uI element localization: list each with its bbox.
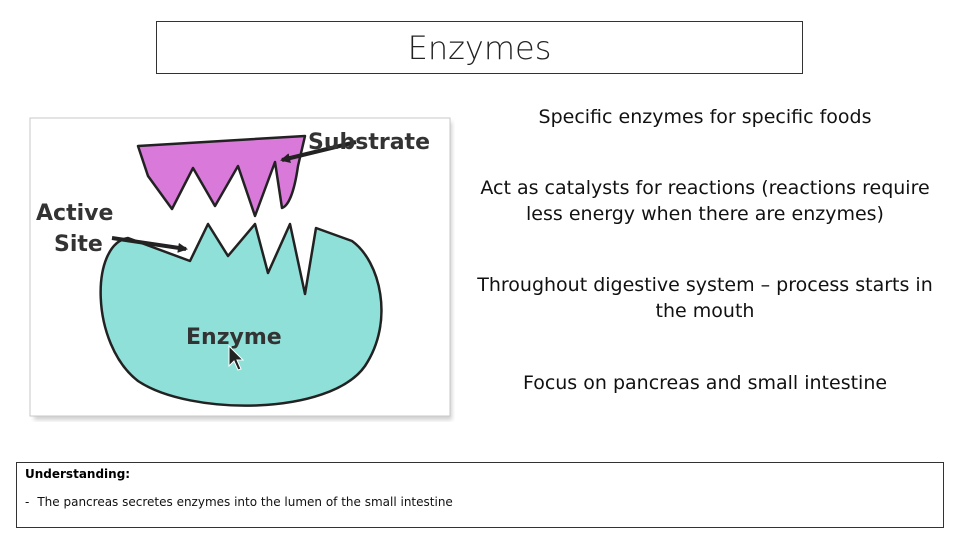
active-site-label-line1: Active <box>36 201 113 226</box>
understanding-item-text: The pancreas secretes enzymes into the l… <box>37 495 453 509</box>
dash-bullet: - <box>25 495 30 509</box>
enzyme-shape <box>99 222 383 407</box>
slide-title: Enzymes <box>156 21 803 74</box>
enzyme-label: Enzyme <box>186 325 282 350</box>
active-site-label-line2: Site <box>54 232 103 257</box>
substrate-label: Substrate <box>308 130 430 155</box>
bullet-list: Specific enzymes for specific foods Act … <box>470 96 940 426</box>
mouse-cursor-icon <box>228 344 245 371</box>
bullet-item: Focus on pancreas and small intestine <box>522 372 888 394</box>
understanding-item: -The pancreas secretes enzymes into the … <box>25 495 935 509</box>
active-site-arrow <box>111 236 188 253</box>
understanding-box: Understanding: -The pancreas secretes en… <box>16 462 944 528</box>
substrate-shape <box>136 134 307 218</box>
diagram-svg: Substrate Active Site Enzyme <box>29 117 452 420</box>
bullet-item: Act as catalysts for reactions (reaction… <box>480 177 930 225</box>
bullet-item: Throughout digestive system – process st… <box>477 274 933 322</box>
understanding-heading: Understanding: <box>25 467 131 481</box>
substrate-arrow <box>280 140 357 163</box>
enzyme-substrate-diagram: Substrate Active Site Enzyme <box>20 116 455 422</box>
bullet-item: Specific enzymes for specific foods <box>538 106 872 128</box>
